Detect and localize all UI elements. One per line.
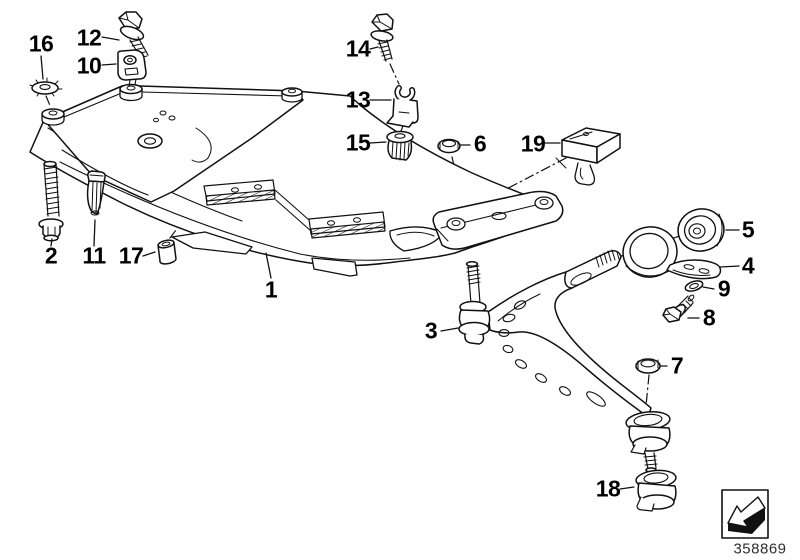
nut-part-7 xyxy=(635,358,661,374)
callout-10[interactable]: 10 xyxy=(76,52,102,79)
bolt-part-2 xyxy=(38,160,64,242)
lower-ball-joint xyxy=(625,411,671,473)
plug-part-15 xyxy=(386,130,414,161)
ring-bracket-part-4 xyxy=(622,226,722,280)
bolt-part-14 xyxy=(370,13,394,62)
callout-2[interactable]: 2 xyxy=(44,242,58,269)
callout-9[interactable]: 9 xyxy=(717,275,731,302)
control-arm-part-3 xyxy=(487,249,652,418)
callout-1[interactable]: 1 xyxy=(264,276,278,303)
direction-arrow-icon xyxy=(721,489,769,539)
callout-leader-lines xyxy=(40,36,740,490)
bushing-part-5 xyxy=(677,208,725,252)
callout-12[interactable]: 12 xyxy=(76,24,102,51)
clamp-bracket-part-13 xyxy=(386,85,419,128)
bolt-part-12 xyxy=(118,11,149,61)
ball-joint-part-3 xyxy=(458,261,491,345)
ball-joint-part-18 xyxy=(635,469,677,512)
bracket-part-10 xyxy=(117,49,147,87)
nut-part-6 xyxy=(437,138,461,154)
callout-16[interactable]: 16 xyxy=(28,30,54,57)
sleeve-part-17 xyxy=(157,239,177,265)
callout-7[interactable]: 7 xyxy=(670,352,684,379)
callout-8[interactable]: 8 xyxy=(702,304,716,331)
callout-11[interactable]: 11 xyxy=(82,242,106,269)
callout-4[interactable]: 4 xyxy=(741,252,755,279)
washer-part-9 xyxy=(684,280,704,292)
callout-3[interactable]: 3 xyxy=(424,317,438,344)
callout-6[interactable]: 6 xyxy=(473,130,487,157)
callout-17[interactable]: 17 xyxy=(118,242,144,269)
bolt-part-8 xyxy=(662,294,695,323)
callout-19[interactable]: 19 xyxy=(520,130,546,157)
bracket-part-19 xyxy=(555,127,621,186)
cone-plug-part-11 xyxy=(86,170,106,216)
callout-14[interactable]: 14 xyxy=(345,35,371,62)
callout-5[interactable]: 5 xyxy=(741,216,755,243)
drawing-number: 358869 xyxy=(733,540,787,558)
mounting-rail xyxy=(308,211,386,239)
washer-part-16 xyxy=(29,77,63,97)
callout-15[interactable]: 15 xyxy=(345,129,371,156)
front-axle-support-part-1 xyxy=(29,83,564,277)
callout-18[interactable]: 18 xyxy=(595,475,621,502)
callout-13[interactable]: 13 xyxy=(345,86,371,113)
mounting-rail xyxy=(203,179,276,206)
